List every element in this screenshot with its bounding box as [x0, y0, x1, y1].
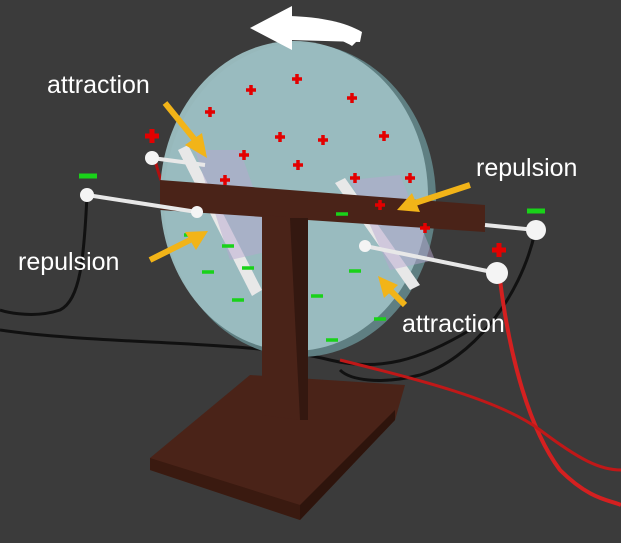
plus-charge-icon: [293, 160, 303, 170]
plus-charge-icon: [492, 243, 506, 257]
charges: [79, 74, 545, 342]
plus-charge-icon: [350, 173, 360, 183]
pointer-arrow-icon: [378, 276, 408, 308]
plus-charge-icon: [145, 129, 159, 143]
label-attraction-left: attraction: [47, 71, 150, 99]
plus-charge-icon: [347, 93, 357, 103]
plus-charge-icon: [375, 200, 385, 210]
plus-charge-icon: [379, 131, 389, 141]
label-attraction-right: attraction: [402, 310, 505, 338]
pointer-arrows: [148, 101, 471, 308]
plus-charge-icon: [239, 150, 249, 160]
pointer-arrow-icon: [148, 231, 208, 263]
plus-charge-icon: [275, 132, 285, 142]
terminal-balls: [80, 151, 546, 284]
plus-charge-icon: [420, 223, 430, 233]
pointer-arrow-icon: [397, 182, 471, 212]
plus-charge-icon: [246, 85, 256, 95]
plus-charge-icon: [405, 173, 415, 183]
wooden-base: [150, 375, 405, 520]
plus-charge-icon: [292, 74, 302, 84]
plus-charge-icon: [205, 107, 215, 117]
wooden-support: [160, 180, 485, 420]
rotation-arrow-icon: [250, 6, 362, 50]
plus-charge-icon: [318, 135, 328, 145]
label-repulsion-left: repulsion: [18, 248, 119, 276]
pointer-arrow-icon: [162, 101, 207, 158]
plus-charge-icon: [220, 175, 230, 185]
label-repulsion-right: repulsion: [476, 154, 577, 182]
wires: [0, 159, 621, 507]
